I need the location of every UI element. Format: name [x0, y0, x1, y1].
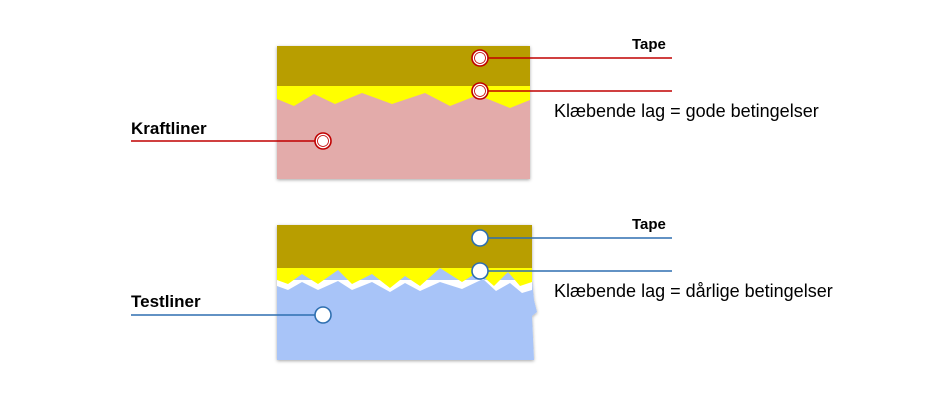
bottom-sample — [277, 225, 537, 360]
testliner-label: Testliner — [131, 292, 201, 311]
tape-marker-inner — [474, 52, 486, 64]
adhesive-gap — [277, 279, 532, 293]
kraftliner-label: Kraftliner — [131, 119, 207, 138]
bottom-tape-label: Tape — [632, 216, 666, 233]
testliner-marker — [314, 306, 332, 324]
top-adhesive-label: Klæbende lag = gode betingelser — [554, 101, 819, 121]
kraftliner-marker-inner — [317, 135, 329, 147]
top-tape-label: Tape — [632, 36, 666, 53]
top-sample — [277, 46, 530, 179]
tape-layer — [277, 46, 530, 86]
adhesive-layer-good — [277, 86, 530, 108]
bottom-adhesive-label: Klæbende lag = dårlige betingelser — [554, 281, 833, 301]
tape-marker — [471, 229, 489, 247]
adhesive-marker — [471, 262, 489, 280]
adhesive-marker-inner — [474, 85, 486, 97]
adhesive-layer-bad — [277, 266, 532, 288]
tape-layer — [277, 225, 532, 268]
